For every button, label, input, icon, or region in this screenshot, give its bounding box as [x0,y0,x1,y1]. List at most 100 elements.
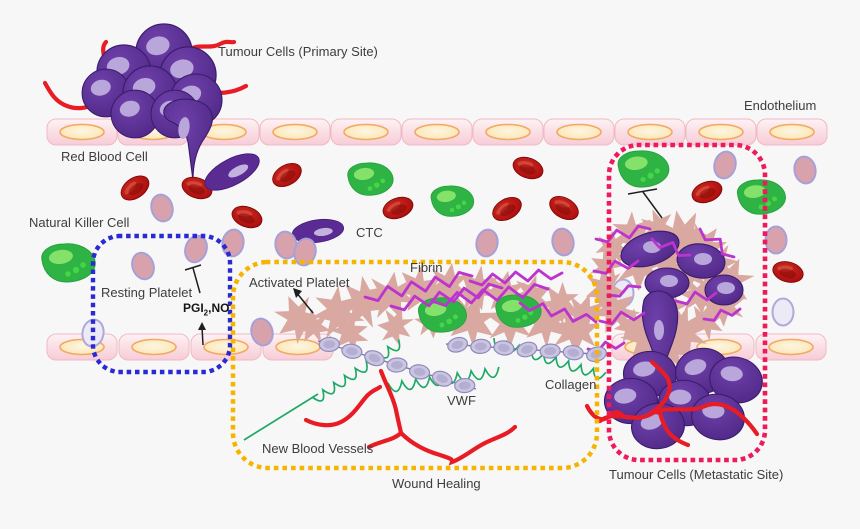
collagen-bead [386,356,408,374]
resting-platelet [548,225,578,259]
endothelial-cell [543,118,615,146]
metastatic-tumour-embolus [620,230,744,397]
metastatic-tumour-cluster [603,343,769,453]
label-wound-healing: Wound Healing [392,476,481,491]
circulating-tumour-cells [198,145,346,247]
resting-platelet [147,191,177,225]
red-blood-cell [268,158,306,192]
endothelial-cell [190,333,262,361]
arrowhead [293,288,302,298]
fibrin-strand [518,301,598,324]
label-tumour-metastatic: Tumour Cells (Metastatic Site) [609,467,784,482]
resting-platelet [473,226,501,260]
fibrin-strand [363,270,474,303]
red-blood-cell [509,152,547,184]
collagen-bead [514,339,540,360]
label-fibrin: Fibrin [410,260,443,275]
label-red-blood-cell: Red Blood Cell [61,149,148,164]
cell-nucleus [694,253,712,265]
cell-nucleus [654,320,664,340]
label-collagen: Collagen [545,377,597,392]
endothelial-cell [614,118,686,146]
endothelial-cell [756,118,828,146]
fibrin-strand [650,237,692,258]
label-vwf: VWF [447,393,476,408]
endothelial-cell [118,333,190,361]
collagen-fibres [317,334,609,394]
cell-nucleus [660,275,678,287]
resting-platelet [764,225,788,255]
collagen-bead [453,377,476,394]
natural-killer-cell [347,162,394,196]
endothelial-cell [472,118,544,146]
red-blood-cell [545,191,583,225]
natural-killer-cell [617,150,670,188]
resting-platelet [771,297,795,327]
new-blood-vessel [303,384,383,428]
label-pgi2-no: PGI2,NO [183,301,229,317]
resting-platelet [219,226,247,260]
endothelial-cell [755,333,827,361]
vwf-coil [311,339,401,402]
label-endothelium: Endothelium [744,98,817,113]
new-blood-vessel [597,401,760,437]
fibrin-strand [698,227,736,259]
resting-platelet [710,148,740,182]
collagen-bead [445,334,470,355]
endothelial-cell [46,118,118,146]
collagen-bead [429,368,455,390]
collagen-bead [561,343,585,362]
endothelial-cell [330,118,402,146]
cell-nucleus [178,117,190,139]
fibrin-strand [606,284,642,298]
red-blood-cell [379,192,417,224]
label-natural-killer-cell: Natural Killer Cell [29,215,130,230]
fibrin-strand [592,259,640,275]
new-blood-vessels [303,359,760,466]
arrowhead [198,322,206,330]
resting-platelet [127,248,159,284]
red-blood-cell [488,192,526,226]
pgi2-post: ,NO [208,301,230,315]
resting-platelet [791,153,819,187]
label-ctc: CTC [356,225,383,240]
new-blood-vessel [649,359,672,415]
red-blood-cell [769,257,807,287]
label-new-blood-vessels: New Blood Vessels [262,441,374,456]
natural-killer-cell [41,243,96,283]
fibrin-strand [594,224,652,244]
fibrin-strand [430,282,550,308]
label-activated-platelet: Activated Platelet [249,275,350,290]
collagen-bead [408,362,432,381]
collagen-bead [318,336,341,353]
natural-killer-cell [495,294,542,328]
inhibition-tbar-nk [627,188,663,219]
red-blood-cell [228,201,266,233]
inhibition-tbar-pgi2 [184,264,202,294]
natural-killer-cell [736,179,786,215]
natural-killer-cell [430,185,475,217]
new-blood-vessel [366,368,404,450]
endothelial-cell [259,118,331,146]
arrow-activated-platelet [295,291,314,314]
endothelial-cell [685,118,757,146]
red-blood-cell [688,176,726,208]
wound-healing-box [230,259,600,471]
fibrin-strand [468,268,564,287]
label-resting-platelet: Resting Platelet [101,285,193,300]
cell-nucleus [717,282,735,294]
pgi2-pre: PGI [183,301,204,315]
new-blood-vessel [657,410,691,448]
pgi2-sub: 2 [203,308,209,318]
new-blood-vessel [398,424,518,466]
annotation-arrows [184,188,663,346]
collagen-bead [539,342,562,360]
fibrin-strand [674,290,718,306]
red-blood-cell [116,170,154,206]
collagen-bead [340,342,364,361]
label-tumour-primary: Tumour Cells (Primary Site) [218,44,378,59]
metastatic-site-box [606,142,768,463]
endothelial-cell [401,118,473,146]
